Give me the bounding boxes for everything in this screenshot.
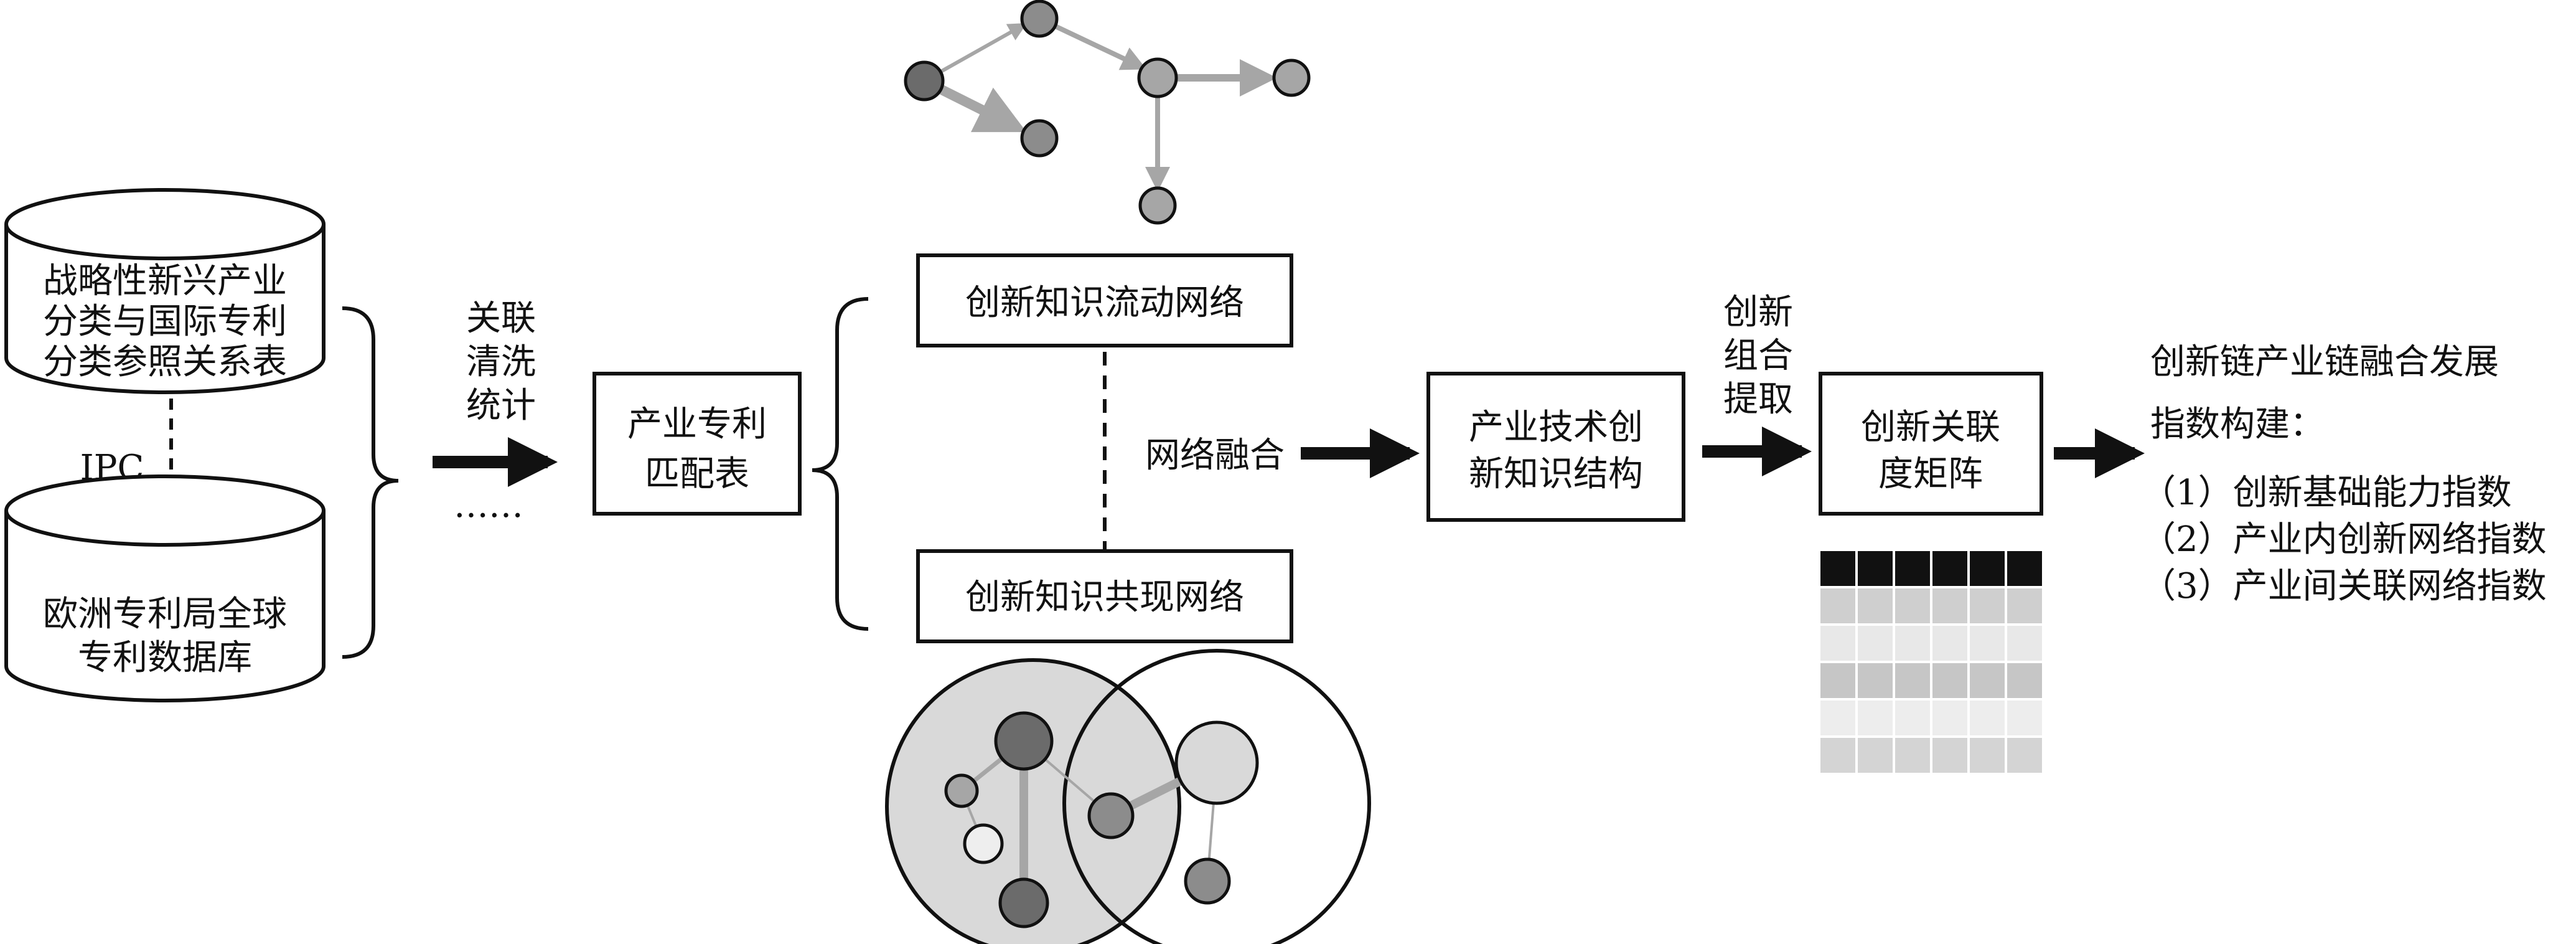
heatmap-cell (1895, 701, 1930, 735)
cooccur-network-box (916, 549, 1293, 643)
db-epo-line-2: 专利数据库 (78, 638, 252, 678)
flow-node-top (1020, 0, 1059, 38)
heatmap-cell (2007, 588, 2042, 623)
cooccur-node-2 (944, 773, 979, 808)
heatmap-cell (1932, 551, 1967, 586)
heatmap-cell (1820, 738, 1855, 773)
heatmap-cell (1932, 626, 1967, 661)
heatmap-cell (1932, 701, 1967, 735)
heatmap-cell (1858, 551, 1893, 586)
cooccur-node-5 (1174, 720, 1259, 805)
fusion-label: 网络融合 (1145, 435, 1285, 476)
heatmap-cell (1970, 663, 2005, 698)
flow-node-lower-left (1020, 119, 1059, 158)
heatmap-cell (1932, 588, 1967, 623)
index-title-line-2: 指数构建： (2150, 404, 2325, 445)
flow-node-right (1272, 59, 1311, 97)
step1-label-2: 清洗 (466, 342, 536, 382)
extract-label-2: 组合 (1723, 336, 1793, 376)
heatmap-cell (1895, 588, 1930, 623)
cooccur-node-4 (998, 877, 1049, 928)
db-epo-line-1: 欧洲专利局全球 (43, 594, 287, 635)
index-item-3: （3）产业间关联网络指数 (2141, 566, 2547, 607)
heatmap-cell (1970, 626, 2005, 661)
heatmap-cell (1858, 701, 1893, 735)
db-reference-table-line-1: 战略性新兴产业 (43, 261, 287, 301)
heatmap-cell (2007, 551, 2042, 586)
cooccur-node-bridge (1087, 792, 1135, 839)
step1-ellipsis: …… (454, 485, 523, 526)
heatmap-cell (1858, 738, 1893, 773)
match-table-box (592, 372, 802, 516)
heatmap-cell (1895, 626, 1930, 661)
heatmap-cell (1970, 701, 2005, 735)
db-reference-table: 战略性新兴产业 分类与国际专利 分类参照关系表 (4, 188, 326, 394)
heatmap-cell (1970, 588, 2005, 623)
heatmap-cell (1932, 738, 1967, 773)
heatmap-cell (1858, 588, 1893, 623)
db-reference-table-line-2: 分类与国际专利 (43, 301, 287, 342)
flow-network-box (916, 253, 1293, 347)
cooccur-node-1 (994, 711, 1054, 771)
flow-network-label: 创新知识流动网络 (965, 283, 1244, 323)
structure-box (1426, 372, 1685, 522)
community-circle-left (885, 658, 1181, 944)
heatmap-cell (1932, 663, 1967, 698)
structure-line-1: 产业技术创 (1469, 407, 1643, 448)
cooccur-node-3 (963, 823, 1004, 864)
heatmap-cell (1820, 626, 1855, 661)
heatmap-cell (1820, 663, 1855, 698)
heatmap-cell (1895, 738, 1930, 773)
heatmap-cell (1970, 551, 2005, 586)
brace-sources (342, 306, 399, 659)
index-title-line-1: 创新链产业链融合发展 (2150, 342, 2499, 382)
heatmap-cell (1895, 663, 1930, 698)
heatmap-cell (1858, 663, 1893, 698)
extract-label-3: 提取 (1723, 379, 1793, 420)
heatmap-cell (1895, 551, 1930, 586)
heatmap-cell (1820, 551, 1855, 586)
flow-node-source (904, 60, 945, 101)
heatmap-cell (1820, 588, 1855, 623)
cooccur-node-6 (1184, 857, 1231, 905)
match-table-line-1: 产业专利 (627, 404, 767, 445)
matrix-heatmap (1820, 551, 2042, 773)
matrix-line-2: 度矩阵 (1878, 454, 1983, 494)
cooccur-network-label: 创新知识共现网络 (965, 577, 1244, 618)
flow-node-hub (1137, 57, 1178, 98)
matrix-box (1819, 372, 2043, 516)
flow-node-bottom (1138, 186, 1177, 225)
structure-line-2: 新知识结构 (1469, 454, 1643, 494)
heatmap-cell (1970, 738, 2005, 773)
flow-network-graph (904, 0, 1311, 225)
match-table-line-2: 匹配表 (645, 454, 749, 494)
cooccur-network-graph (885, 649, 1371, 944)
db-epo-patents: 欧洲专利局全球 专利数据库 (4, 474, 326, 702)
community-circle-right (1062, 649, 1371, 944)
step1-label-1: 关联 (466, 298, 536, 339)
db-reference-table-line-3: 分类参照关系表 (43, 342, 287, 382)
heatmap-cell (2007, 738, 2042, 773)
heatmap-cell (1858, 626, 1893, 661)
index-item-1: （1）创新基础能力指数 (2141, 473, 2512, 513)
heatmap-cell (2007, 701, 2042, 735)
brace-networks (812, 297, 869, 631)
heatmap-cell (2007, 626, 2042, 661)
step1-label-3: 统计 (466, 385, 536, 426)
extract-label-1: 创新 (1723, 292, 1793, 333)
heatmap-cell (1820, 701, 1855, 735)
matrix-line-1: 创新关联 (1861, 407, 2000, 448)
heatmap-cell (2007, 663, 2042, 698)
index-item-2: （2）产业内创新网络指数 (2141, 519, 2547, 560)
